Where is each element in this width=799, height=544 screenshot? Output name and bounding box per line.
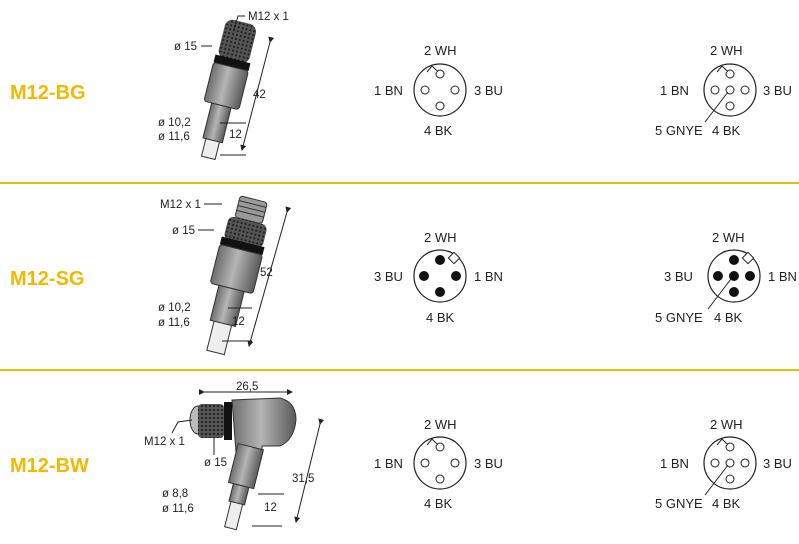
pin-top-label: 2 WH — [710, 417, 743, 432]
diameter-top-label: ø 15 — [172, 225, 195, 237]
pin-bottom-label: 4 BK — [426, 310, 455, 325]
pin-top-label: 2 WH — [712, 230, 745, 245]
pin-left-label: 1 BN — [374, 456, 403, 471]
diameter-top-label: ø 15 — [204, 457, 227, 469]
tail-label: 12 — [264, 502, 277, 514]
pin-top-label: 2 WH — [424, 43, 457, 58]
tail-label: 12 — [229, 129, 242, 141]
pin-right-label: 3 BU — [474, 83, 503, 98]
thread-label: M12 x 1 — [144, 436, 185, 448]
pin-right-label: 3 BU — [763, 456, 792, 471]
pinout-5pin: 2 WH 3 BU 1 BN 4 BK 5 GNYE — [655, 230, 797, 325]
diameter-a-label: ø 10,2 — [158, 302, 191, 314]
pin-left-label: 1 BN — [374, 83, 403, 98]
angled-female-connector-drawing — [189, 397, 297, 531]
pin-bottom-label: 4 BK — [424, 123, 453, 138]
pin-left-label: 1 BN — [660, 456, 689, 471]
pinout-5pin: 2 WH 1 BN 3 BU 4 BK 5 GNYE — [655, 417, 792, 511]
pin-top-label: 2 WH — [424, 230, 457, 245]
pin-left-label: 3 BU — [664, 269, 693, 284]
diameter-b-label: ø 11,6 — [162, 503, 194, 515]
diameter-a-label: ø 10,2 — [158, 117, 191, 129]
thread-label: M12 x 1 — [160, 199, 201, 211]
pinout-4pin: 2 WH 3 BU 1 BN 4 BK — [374, 230, 503, 325]
diameter-b-label: ø 11,6 — [158, 131, 190, 143]
row-m12-bg: M12-BG M12 x 1 ø 15 42 ø 10,2 ø 11,6 12 … — [10, 11, 792, 161]
pin-top-label: 2 WH — [424, 417, 457, 432]
length-label: 31,5 — [292, 473, 314, 485]
diameter-b-label: ø 11,6 — [158, 317, 190, 329]
straight-female-connector-drawing — [200, 19, 257, 161]
pin-center-label: 5 GNYE — [655, 123, 703, 138]
pin-right-label: 3 BU — [474, 456, 503, 471]
thread-label: M12 x 1 — [248, 11, 289, 23]
row-m12-sg: M12-SG M12 x 1 ø 15 52 ø 10,2 ø 11,6 12 — [10, 195, 797, 356]
pin-right-label: 1 BN — [474, 269, 503, 284]
connector-name: M12-BW — [10, 455, 89, 477]
pinout-4pin: 2 WH 1 BN 3 BU 4 BK — [374, 43, 503, 138]
pinout-5pin: 2 WH 1 BN 3 BU 4 BK 5 GNYE — [655, 43, 792, 138]
pinout-4pin: 2 WH 1 BN 3 BU 4 BK — [374, 417, 503, 511]
connector-name: M12-SG — [10, 268, 84, 290]
pin-bottom-label: 4 BK — [712, 123, 741, 138]
diameter-top-label: ø 15 — [174, 41, 197, 53]
pin-center-label: 5 GNYE — [655, 310, 703, 325]
pin-right-label: 1 BN — [768, 269, 797, 284]
pin-bottom-label: 4 BK — [712, 496, 741, 511]
pin-right-label: 3 BU — [763, 83, 792, 98]
pin-center-label: 5 GNYE — [655, 496, 703, 511]
row-m12-bw: M12-BW 26,5 M12 x 1 ø 15 31,5 ø 8,8 ø 11… — [10, 381, 792, 531]
pin-bottom-label: 4 BK — [424, 496, 453, 511]
length-label: 52 — [260, 267, 273, 279]
pin-left-label: 1 BN — [660, 83, 689, 98]
pin-top-label: 2 WH — [710, 43, 743, 58]
pin-bottom-label: 4 BK — [714, 310, 743, 325]
diameter-a-label: ø 8,8 — [162, 488, 188, 500]
pin-left-label: 3 BU — [374, 269, 403, 284]
tail-label: 12 — [232, 316, 245, 328]
length-label: 42 — [253, 89, 266, 101]
width-label: 26,5 — [236, 381, 258, 393]
connector-name: M12-BG — [10, 82, 86, 104]
